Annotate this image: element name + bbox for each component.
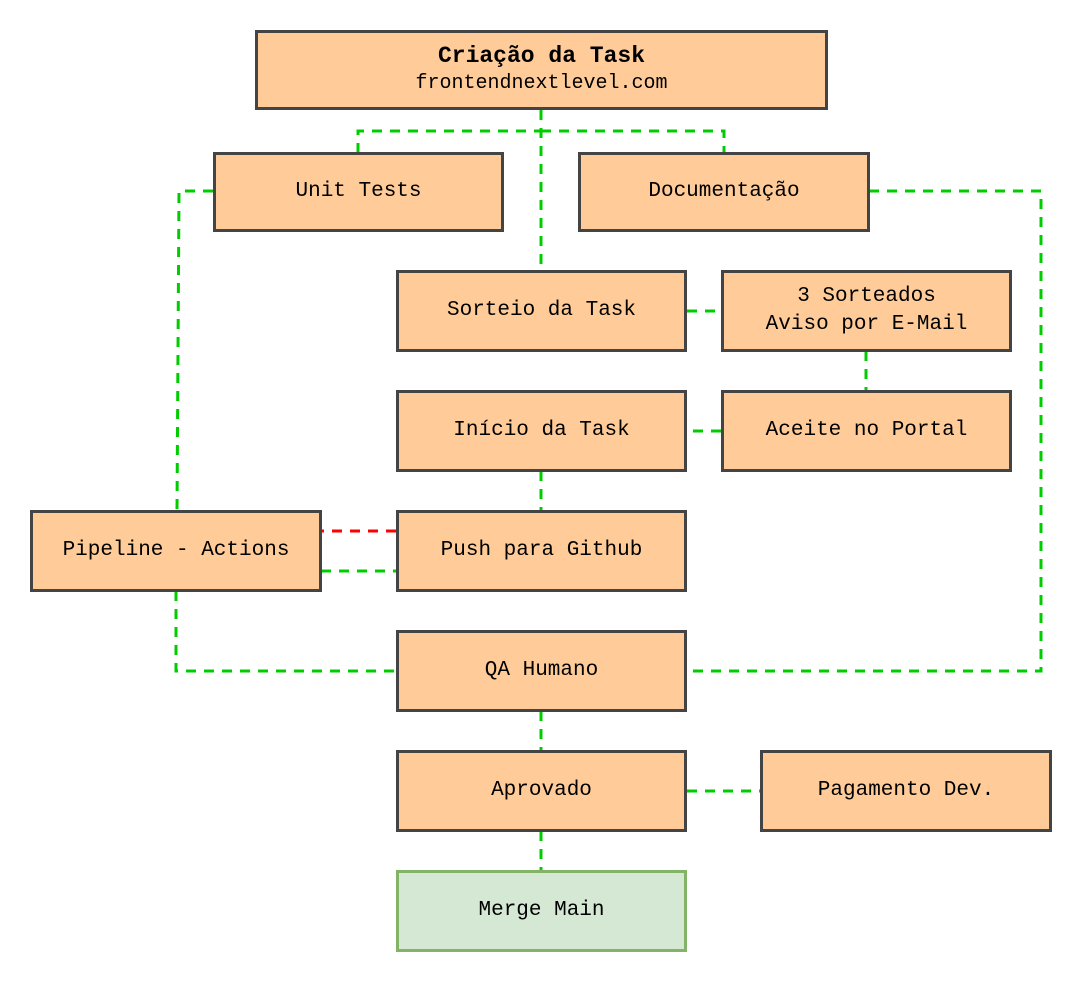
node-criacao-da-task[interactable]: Criação da Task frontendnextlevel.com — [255, 30, 828, 110]
node-label: Início da Task — [453, 419, 630, 442]
node-label-line1: 3 Sorteados — [797, 285, 936, 308]
node-label: Documentação — [648, 180, 800, 203]
node-label-line2: Aviso por E-Mail — [765, 313, 968, 336]
node-label: Pagamento Dev. — [817, 779, 995, 802]
node-qa-humano[interactable]: QA Humano — [396, 630, 687, 712]
node-subtitle: frontendnextlevel.com — [415, 72, 668, 95]
node-documentacao[interactable]: Documentação — [578, 152, 870, 232]
node-label: Aprovado — [491, 779, 592, 802]
node-title: Criação da Task — [437, 43, 646, 69]
node-inicio-da-task[interactable]: Início da Task — [396, 390, 687, 472]
node-aceite-no-portal[interactable]: Aceite no Portal — [721, 390, 1012, 472]
node-sorteados-aviso[interactable]: 3 Sorteados Aviso por E-Mail — [721, 270, 1012, 352]
node-push-para-github[interactable]: Push para Github — [396, 510, 687, 592]
node-label: Merge Main — [478, 899, 605, 922]
node-label: Aceite no Portal — [765, 419, 968, 442]
edge-unit-tests-pipeline — [175, 189, 213, 511]
node-label: QA Humano — [484, 659, 599, 682]
node-merge-main[interactable]: Merge Main — [396, 870, 687, 952]
edge-criacao-documentacao — [541, 129, 726, 152]
node-label: Unit Tests — [295, 180, 422, 203]
node-aprovado[interactable]: Aprovado — [396, 750, 687, 832]
node-label: Push para Github — [440, 539, 643, 562]
edge-pipeline-qa — [174, 591, 396, 673]
node-label: Sorteio da Task — [446, 299, 637, 322]
edge-documentacao-qa — [687, 189, 1043, 673]
node-unit-tests[interactable]: Unit Tests — [213, 152, 504, 232]
node-sorteio-da-task[interactable]: Sorteio da Task — [396, 270, 687, 352]
node-pipeline-actions[interactable]: Pipeline - Actions — [30, 510, 322, 592]
edge-criacao-unit-tests — [356, 110, 543, 152]
node-pagamento-dev[interactable]: Pagamento Dev. — [760, 750, 1052, 832]
node-label: Pipeline - Actions — [62, 539, 290, 562]
